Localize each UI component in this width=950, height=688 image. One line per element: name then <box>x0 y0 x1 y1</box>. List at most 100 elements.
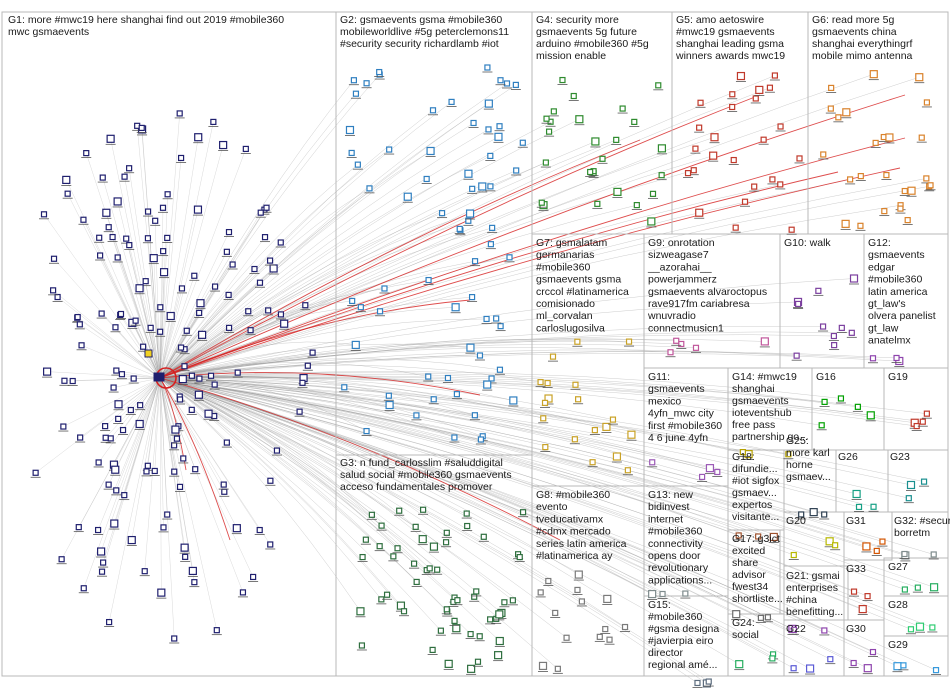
group-label-g25: G25: <box>786 435 809 447</box>
group-label-g11: 4yfn_mwc city <box>648 408 715 420</box>
network-edge <box>159 87 770 379</box>
network-node <box>159 268 169 277</box>
network-edge <box>77 316 161 379</box>
highlighted-edge <box>159 377 231 541</box>
group-label-g24: social <box>732 629 759 641</box>
network-node <box>126 242 133 249</box>
network-edge <box>159 311 249 379</box>
network-node <box>777 181 784 188</box>
network-node <box>869 355 877 362</box>
network-node <box>182 553 189 560</box>
network-node <box>429 646 436 654</box>
network-node <box>647 217 656 226</box>
network-node <box>304 362 311 369</box>
group-label-g19: G19 <box>888 371 908 383</box>
group-label-g18: difundie... <box>732 463 778 475</box>
network-edge <box>117 257 161 379</box>
network-node <box>97 547 106 556</box>
network-node <box>923 99 931 106</box>
network-node <box>98 568 106 575</box>
group-label-g5: shanghai leading gsma <box>676 38 784 50</box>
group-label-g3: acceso fundamentales promover <box>340 481 493 493</box>
network-node <box>444 374 452 382</box>
network-edge <box>159 377 774 655</box>
network-node <box>137 402 144 409</box>
network-edge <box>159 144 224 379</box>
network-edge <box>159 377 199 395</box>
network-node <box>870 503 877 510</box>
network-edge <box>135 320 161 379</box>
group-label-g12: edgar <box>868 261 895 273</box>
network-edge <box>159 377 416 528</box>
network-node <box>157 328 164 335</box>
network-node <box>470 119 477 127</box>
network-edge <box>128 168 161 379</box>
network-node <box>821 511 828 518</box>
group-label-g18: #iot sigfox <box>732 475 780 487</box>
network-edge <box>159 377 740 665</box>
network-node <box>349 297 356 305</box>
network-node <box>869 70 878 79</box>
network-node <box>467 630 474 638</box>
network-node <box>451 303 460 312</box>
network-node <box>171 635 178 642</box>
network-edge <box>118 377 161 405</box>
network-node <box>572 381 579 388</box>
network-node <box>211 381 218 388</box>
group-label-g22: G22 <box>786 623 806 635</box>
network-edge <box>159 377 854 664</box>
network-node <box>519 139 526 146</box>
group-label-g6: gsmaevents china <box>812 26 897 38</box>
network-node <box>176 110 183 117</box>
network-node <box>76 321 83 328</box>
group-label-g14: free pass <box>732 419 775 431</box>
edge-layer <box>35 73 937 684</box>
network-node <box>403 192 412 201</box>
network-edge <box>159 377 883 542</box>
network-node <box>901 586 908 593</box>
network-node <box>118 371 126 378</box>
network-node <box>471 412 478 419</box>
group-label-g2: #security security richardlamb #iot <box>340 38 499 50</box>
network-node <box>354 161 361 168</box>
network-node <box>444 659 453 668</box>
network-node <box>113 197 122 206</box>
network-node <box>144 349 153 358</box>
network-node <box>144 462 151 469</box>
network-edge <box>154 377 161 471</box>
network-node <box>857 222 864 229</box>
group-label-g21: enterprises <box>786 582 838 594</box>
group-label-g11: gsmaevents <box>648 383 705 395</box>
network-node <box>207 372 215 379</box>
network-node <box>61 377 68 384</box>
network-node <box>624 467 631 474</box>
network-node <box>98 310 105 317</box>
network-node <box>58 556 65 563</box>
network-node <box>166 311 175 321</box>
network-node <box>705 678 712 685</box>
network-node <box>805 664 815 673</box>
network-node <box>176 396 184 403</box>
network-node <box>751 183 758 190</box>
network-edge <box>159 343 471 379</box>
group-label-g9: powerjammerz <box>648 274 717 286</box>
highlighted-edge <box>159 377 561 541</box>
network-node <box>220 481 227 488</box>
group-label-g12: gt_law <box>868 322 899 334</box>
network-node <box>923 175 930 182</box>
network-node <box>594 200 601 207</box>
network-edge <box>159 326 824 379</box>
network-node <box>904 216 911 224</box>
network-node <box>266 257 274 264</box>
group-label-g11: mexico <box>648 395 681 407</box>
network-node <box>857 172 864 180</box>
network-edge <box>159 371 841 399</box>
network-node <box>383 591 391 598</box>
network-node <box>225 291 232 299</box>
network-node <box>78 342 85 349</box>
network-node <box>736 71 746 81</box>
network-edge <box>153 258 161 379</box>
network-node <box>471 593 478 600</box>
network-edge <box>159 278 855 379</box>
group-label-g27: G27 <box>888 561 908 573</box>
